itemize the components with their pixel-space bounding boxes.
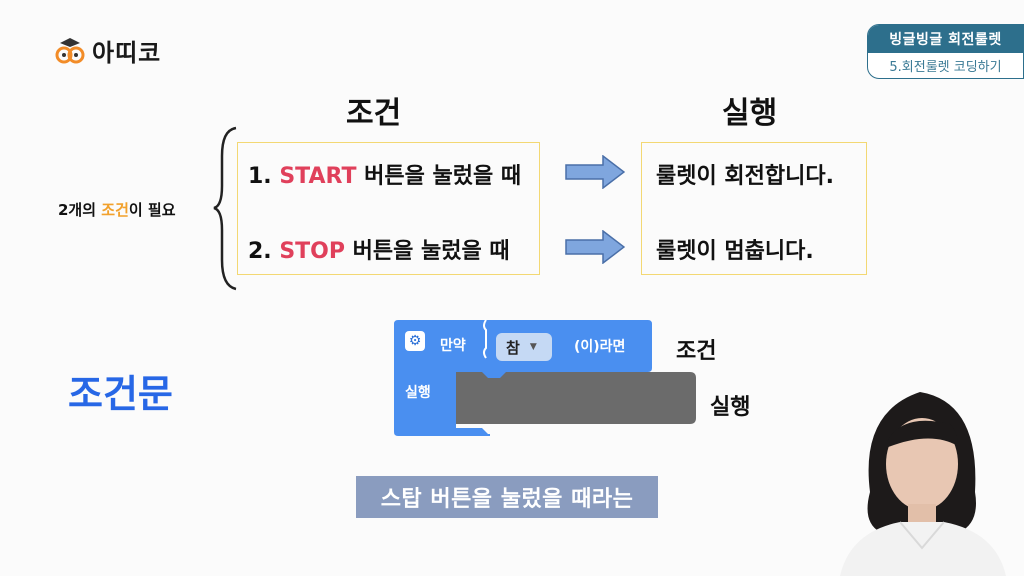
condition-box <box>237 142 540 275</box>
arrow-right-icon <box>565 230 625 264</box>
curly-brace <box>213 126 237 291</box>
block-action-note: 실행 <box>710 395 751 420</box>
condition-text: 버튼을 눌렀을 때 <box>345 239 510 264</box>
chevron-down-icon: ▼ <box>529 342 537 352</box>
brand-logo: 아띠코 <box>54 33 161 68</box>
condition-text: 버튼을 눌렀을 때 <box>356 164 522 189</box>
subtitle-caption: 스탑 버튼을 눌렀을 때라는 <box>356 476 658 518</box>
arrow-right-icon <box>565 155 625 189</box>
concept-title: 조건문 <box>68 372 173 416</box>
course-badge: 빙글빙글 회전룰렛 5.회전룰렛 코딩하기 <box>867 24 1024 79</box>
block-if-label: 만약 <box>440 338 466 354</box>
condition-number: 2. <box>248 239 280 264</box>
condition-row-2: 2. STOP 버튼을 눌렀을 때 <box>248 233 510 265</box>
side-label-prefix: 2개의 <box>58 201 102 219</box>
block-then-label: (이)라면 <box>574 339 626 355</box>
condition-heading: 조건 <box>346 96 402 131</box>
if-block[interactable] <box>390 318 700 446</box>
action-box <box>641 142 867 275</box>
side-label: 2개의 조건이 필요 <box>58 199 176 220</box>
side-label-suffix: 이 필요 <box>128 201 176 219</box>
gear-icon[interactable]: ⚙ <box>405 331 425 351</box>
action-row-2: 룰렛이 멈춥니다. <box>656 239 814 264</box>
action-row-1: 룰렛이 회전합니다. <box>656 164 834 189</box>
block-do-label: 실행 <box>405 385 431 401</box>
boolean-dropdown[interactable]: 참 ▼ <box>496 333 552 361</box>
condition-row-1: 1. START 버튼을 눌렀을 때 <box>248 158 521 190</box>
presenter-video <box>800 372 1024 576</box>
boolean-value: 참 <box>506 338 520 357</box>
block-condition-note: 조건 <box>676 339 717 364</box>
condition-keyword: START <box>279 164 357 189</box>
brand-name: 아띠코 <box>92 39 162 67</box>
action-heading: 실행 <box>722 96 778 131</box>
course-title: 빙글빙글 회전룰렛 <box>868 25 1023 53</box>
lesson-title: 5.회전룰렛 코딩하기 <box>889 60 1002 75</box>
condition-number: 1. <box>248 164 280 189</box>
owl-icon <box>55 37 85 63</box>
side-label-highlight: 조건 <box>101 201 129 219</box>
condition-keyword: STOP <box>279 239 346 264</box>
